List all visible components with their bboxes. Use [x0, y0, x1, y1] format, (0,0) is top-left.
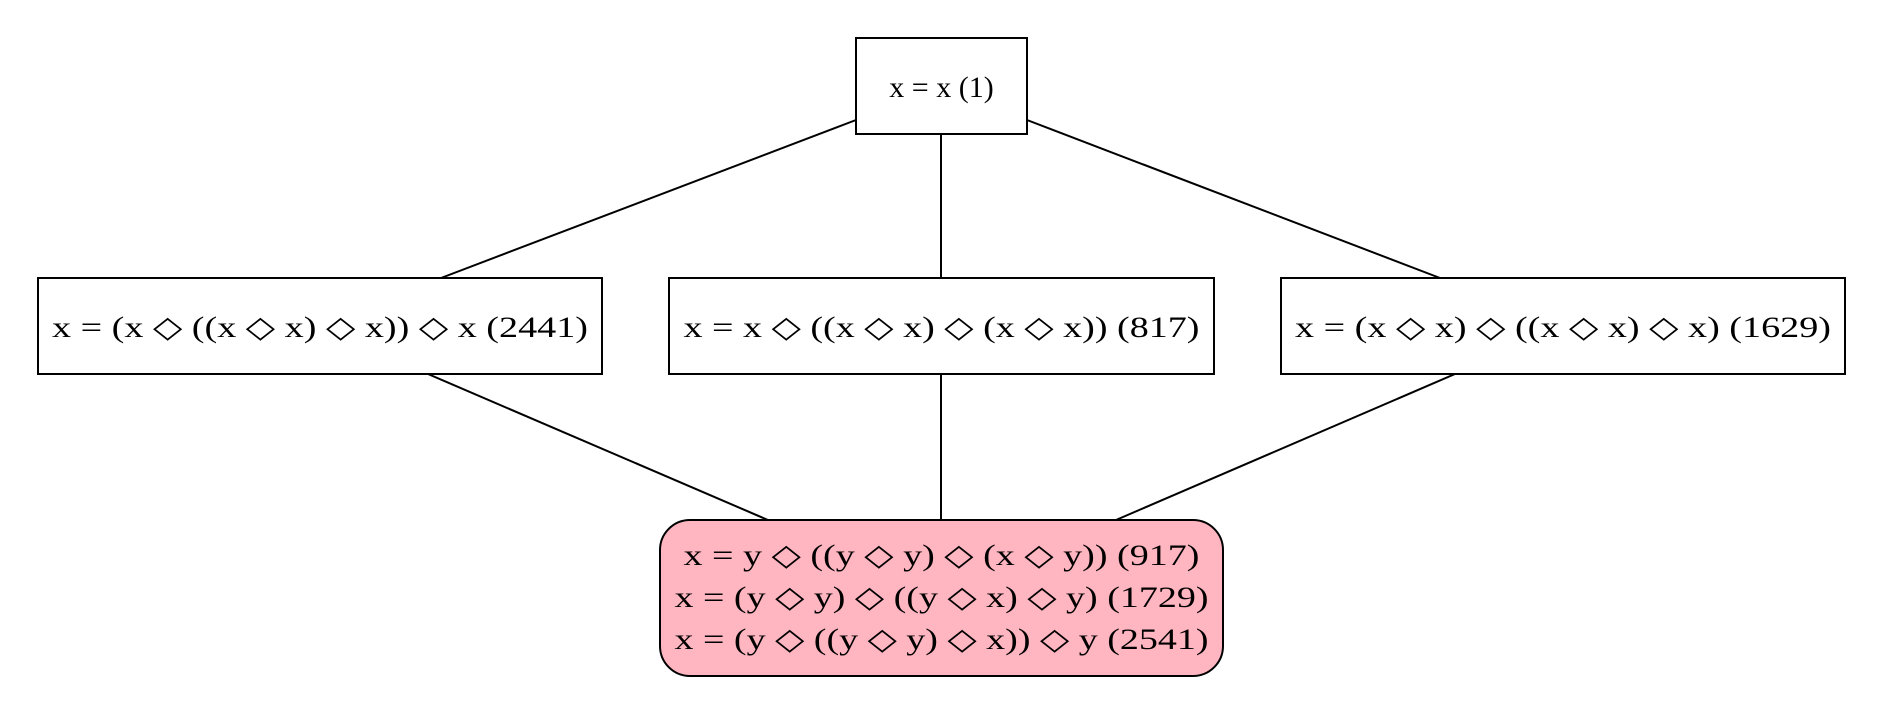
node-right-box — [1280, 277, 1846, 375]
edge-left-bottom — [427, 373, 769, 521]
node-left: x = (x ◇ ((x ◇ x) ◇ x)) ◇ x (2441) — [37, 277, 603, 375]
node-right: x = (x ◇ x) ◇ ((x ◇ x) ◇ x) (1629) — [1280, 277, 1846, 375]
node-bottom-line-2: x = (y ◇ y) ◇ ((y ◇ x) ◇ y) (1729) — [675, 581, 1209, 614]
edge-top-left — [440, 119, 857, 279]
edges — [427, 119, 1456, 521]
node-right-label: x = (x ◇ x) ◇ ((x ◇ x) ◇ x) (1629) — [1295, 311, 1831, 344]
node-left-box — [37, 277, 603, 375]
edge-top-right — [1026, 119, 1441, 279]
edge-right-bottom — [1115, 373, 1456, 521]
node-middle-box — [668, 277, 1215, 375]
node-bottom-line-1: x = y ◇ ((y ◇ y) ◇ (x ◇ y)) (917) — [684, 539, 1200, 572]
node-top-label: x = x (1) — [889, 71, 993, 104]
node-middle: x = x ◇ ((x ◇ x) ◇ (x ◇ x)) (817) — [668, 277, 1215, 375]
node-bottom-line-3: x = (y ◇ ((y ◇ y) ◇ x)) ◇ y (2541) — [675, 623, 1209, 656]
node-top: x = x (1) — [855, 37, 1028, 135]
node-bottom: x = y ◇ ((y ◇ y) ◇ (x ◇ y)) (917) x = (y… — [659, 519, 1224, 677]
node-top-box — [855, 37, 1028, 135]
node-middle-label: x = x ◇ ((x ◇ x) ◇ (x ◇ x)) (817) — [684, 311, 1200, 344]
node-left-label: x = (x ◇ ((x ◇ x) ◇ x)) ◇ x (2441) — [52, 311, 588, 344]
node-bottom-box — [659, 519, 1224, 677]
